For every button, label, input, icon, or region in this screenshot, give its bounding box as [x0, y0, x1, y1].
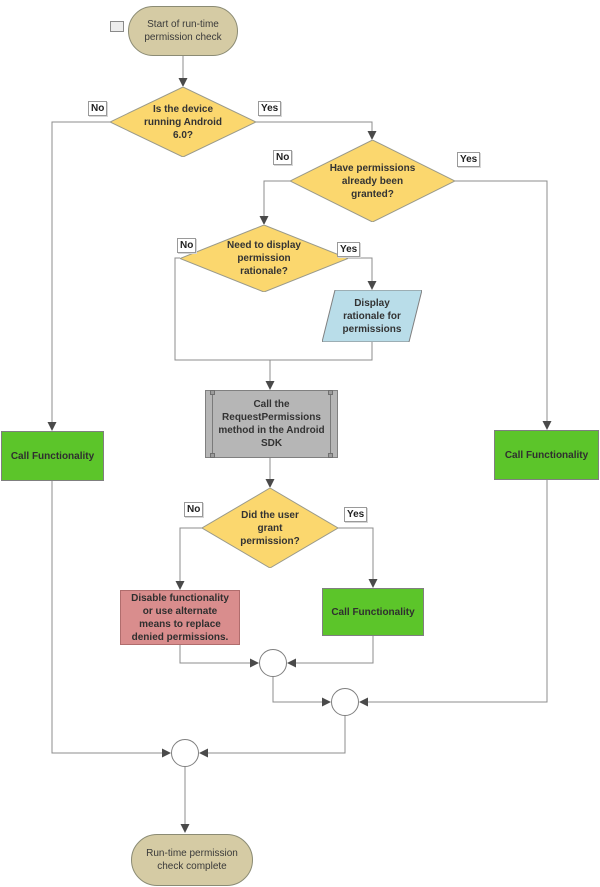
- node-disable-functionality: Disable functionality or use alternate m…: [120, 590, 240, 645]
- predefined-nub: [210, 390, 215, 395]
- node-call-functionality-center: Call Functionality: [322, 588, 424, 636]
- edge-device-yes: [256, 121, 377, 140]
- edge-rationale-no: [174, 257, 270, 361]
- predefined-nub: [328, 390, 333, 395]
- edge-granted-no: [259, 180, 293, 225]
- decision-granted-label: Have permissions already been granted?: [329, 162, 416, 200]
- diamond-shape: [110, 87, 256, 157]
- start-note-tab: [110, 21, 124, 32]
- predefined-right-bar: [330, 391, 331, 457]
- parallelogram-shape: [322, 290, 422, 342]
- edge-grant-no: [175, 527, 202, 590]
- edge-label-granted-no: No: [273, 150, 293, 165]
- node-decision-device: Is the device running Android 6.0?: [110, 87, 256, 157]
- edge-callcenter-to-merge1: [287, 636, 374, 668]
- merge-circle-2: [331, 688, 359, 716]
- edge-label-device-yes: Yes: [258, 101, 282, 116]
- node-end-terminator: Run-time permission check complete: [131, 834, 253, 886]
- predefined-request-permissions-label: Call the RequestPermissions method in th…: [218, 399, 325, 449]
- edge-label-device-no: No: [88, 101, 108, 116]
- edge-label-rationale-no: No: [177, 238, 197, 253]
- edge-rationale-merge: [270, 342, 373, 361]
- merge-circle-3: [171, 739, 199, 767]
- node-call-functionality-right: Call Functionality: [494, 430, 599, 480]
- predefined-nub: [210, 453, 215, 458]
- edge-label-rationale-yes: Yes: [337, 242, 361, 257]
- edge-granted-yes: [455, 180, 552, 430]
- data-display-rationale-label: Display rationale for permissions: [342, 297, 402, 335]
- edge-callright-to-merge2: [359, 480, 548, 707]
- diamond-shape: [180, 225, 348, 292]
- node-start-terminator: Start of run-time permission check: [128, 6, 238, 56]
- decision-device-label: Is the device running Android 6.0?: [144, 103, 222, 141]
- node-decision-rationale: Need to display permission rationale?: [180, 225, 348, 292]
- diamond-shape: [202, 488, 338, 568]
- edge-label-granted-yes: Yes: [457, 152, 481, 167]
- edge-label-grant-yes: Yes: [344, 507, 368, 522]
- edge-label-grant-no: No: [184, 502, 204, 517]
- merge-circle-1: [259, 649, 287, 677]
- node-decision-granted: Have permissions already been granted?: [290, 140, 455, 222]
- node-data-display-rationale: Display rationale for permissions: [322, 290, 422, 342]
- edge-disable-to-merge1: [179, 645, 259, 668]
- edge-merge2-to-merge3: [199, 716, 346, 758]
- edge-grant-yes: [338, 527, 378, 588]
- node-decision-grant: Did the user grant permission?: [202, 488, 338, 568]
- edge-callleft-to-merge3: [51, 481, 171, 758]
- edge-device-no: [47, 121, 110, 431]
- node-predefined-request-permissions: Call the RequestPermissions method in th…: [205, 390, 338, 458]
- edge-merge1-to-merge2: [272, 677, 331, 707]
- predefined-nub: [328, 453, 333, 458]
- decision-grant-label: Did the user grant permission?: [240, 509, 300, 547]
- diamond-shape: [290, 140, 455, 222]
- edge-rationale-yes: [348, 257, 377, 290]
- decision-rationale-label: Need to display permission rationale?: [227, 240, 301, 277]
- node-call-functionality-left: Call Functionality: [1, 431, 104, 481]
- predefined-left-bar: [212, 391, 213, 457]
